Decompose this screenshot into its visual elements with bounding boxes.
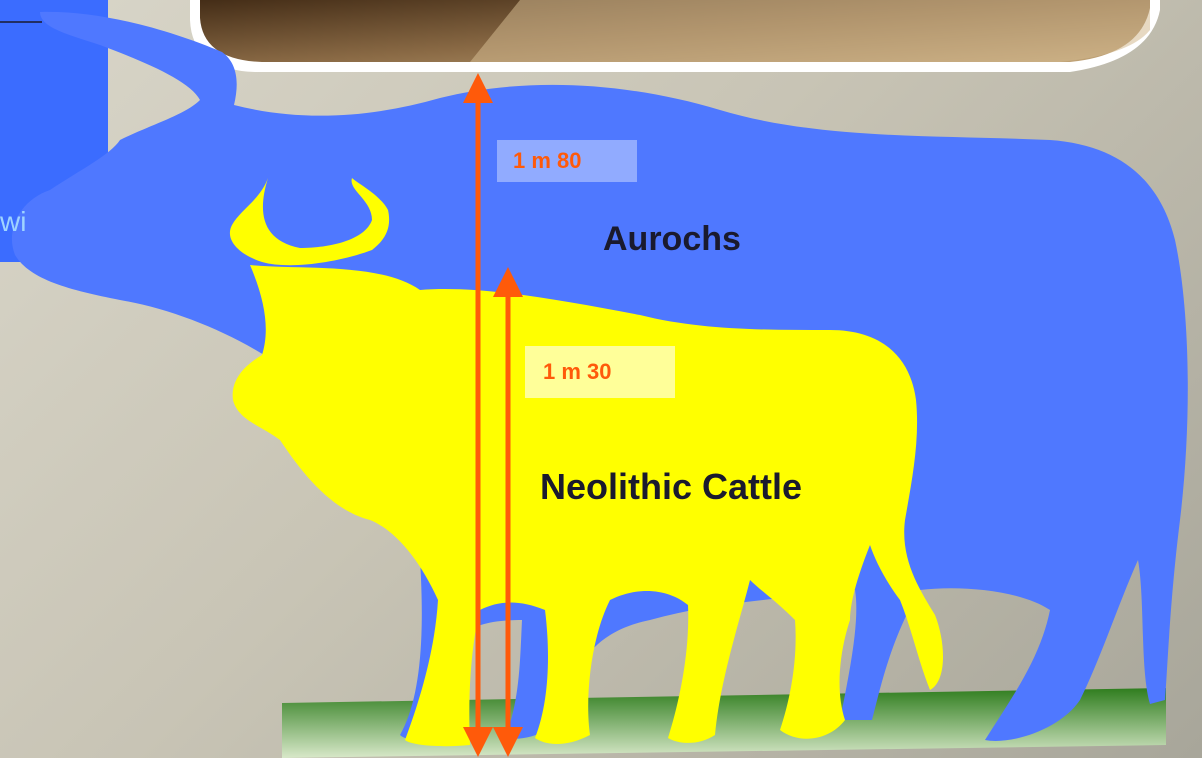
cattle-name-label: Neolithic Cattle xyxy=(540,466,802,508)
aurochs-name-label: Aurochs xyxy=(603,220,741,259)
aurochs-height-label: 1 m 80 xyxy=(497,140,637,182)
cave-photo xyxy=(190,0,1160,72)
partial-caption: wi xyxy=(0,206,26,238)
cattle-height-label: 1 m 30 xyxy=(525,346,675,398)
